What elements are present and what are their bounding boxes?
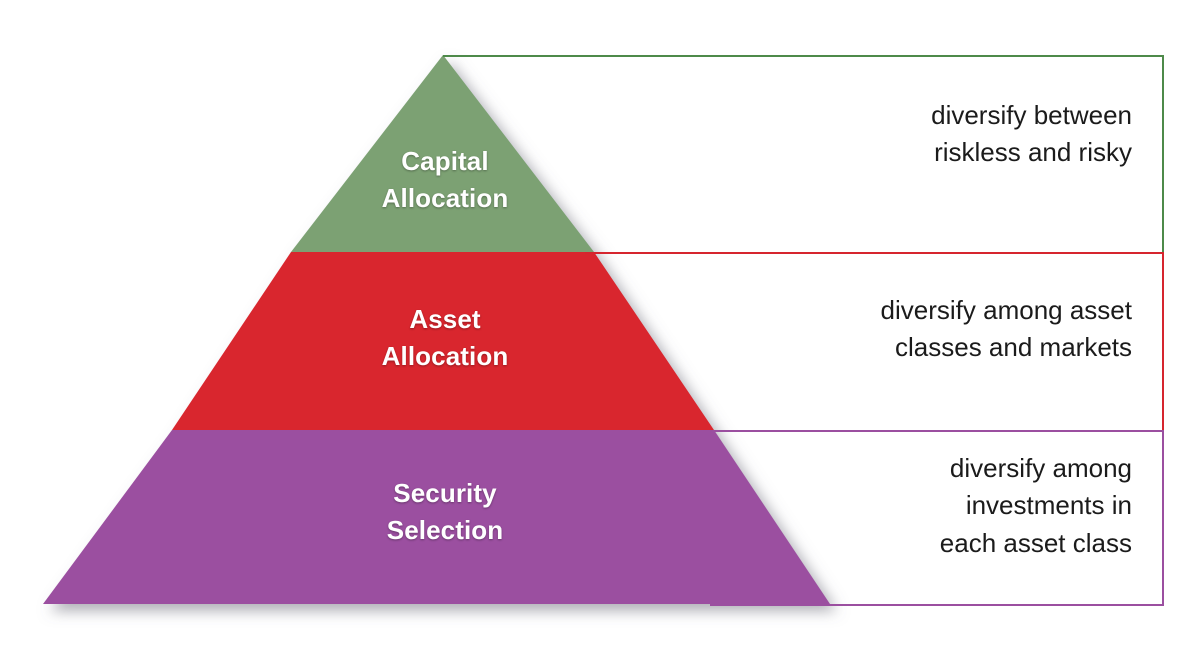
callout-text-capital-allocation: diversify between riskless and risky: [931, 100, 1132, 168]
callout-text-asset-allocation: diversify among asset classes and market…: [880, 295, 1132, 363]
pyramid-band-security-selection: [43, 430, 830, 604]
callout-box-asset-allocation: diversify among asset classes and market…: [585, 252, 1164, 432]
pyramid-band-asset-allocation: [172, 252, 714, 430]
callout-box-capital-allocation: diversify between riskless and risky: [443, 55, 1164, 253]
pyramid-band-capital-allocation: [291, 55, 594, 252]
callout-text-security-selection: diversify among investments in each asse…: [939, 453, 1132, 558]
pyramid-bands: [43, 55, 830, 604]
callout-box-security-selection: diversify among investments in each asse…: [710, 430, 1164, 606]
